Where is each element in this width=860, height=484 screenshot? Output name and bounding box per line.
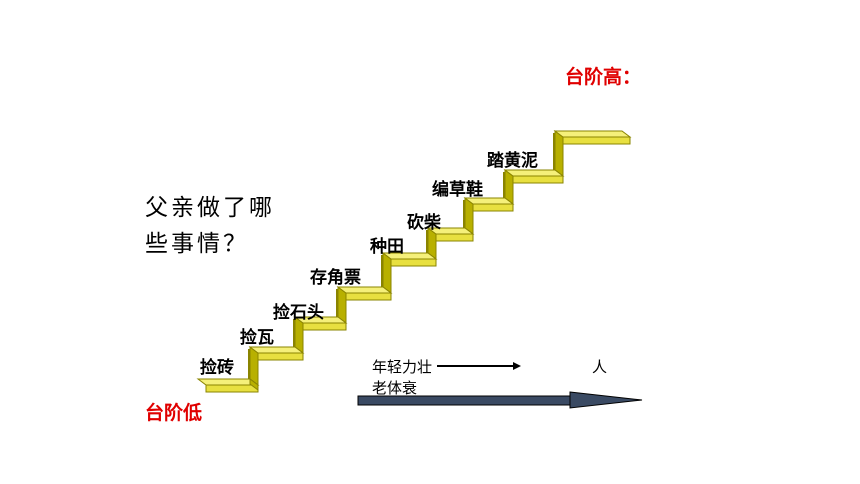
timeline-arrow-head (569, 391, 643, 409)
timeline-old-text: 老体衰 (372, 379, 418, 397)
step-tread-9 (553, 130, 632, 138)
step-riser-shadow-1 (248, 349, 250, 379)
step-label-4: 存角票 (310, 268, 361, 288)
step-label-2: 捡瓦 (240, 328, 274, 348)
step-label-3: 捡石头 (273, 303, 324, 323)
question-line-1: 父亲做了哪 (145, 195, 275, 221)
step-label-8: 踏黄泥 (487, 151, 538, 171)
top-label: 台阶高： (565, 66, 642, 88)
step-front-1 (205, 384, 259, 393)
step-front-7 (472, 203, 514, 212)
step-riser-shadow-5 (426, 230, 428, 253)
step-label-5: 种田 (370, 237, 404, 257)
step-tread-1 (196, 378, 260, 386)
timeline-young-text: 年轻力壮 (372, 358, 433, 376)
bottom-label: 台阶低 (145, 402, 203, 424)
step-riser-4 (382, 252, 392, 294)
step-front-6 (435, 233, 474, 242)
step-riser-shadow-4 (381, 255, 383, 287)
step-front-3 (302, 322, 347, 331)
step-label-6: 砍柴 (407, 213, 441, 233)
small-arrow-head (513, 362, 521, 370)
step-front-8 (512, 175, 564, 184)
question-text: 父亲做了哪 些事情？ (145, 190, 275, 262)
step-front-4 (345, 292, 392, 301)
question-line-2: 些事情？ (145, 231, 249, 257)
step-front-5 (390, 258, 437, 267)
step-riser-shadow-7 (503, 172, 505, 198)
step-riser-shadow-2 (293, 319, 295, 347)
step-label-7: 编草鞋 (432, 180, 483, 200)
timeline-person-text: 人 (592, 358, 608, 376)
step-label-1: 捡砖 (200, 358, 234, 378)
step-base-side (249, 378, 259, 391)
step-riser-shadow-3 (336, 289, 338, 317)
step-riser-shadow-8 (553, 133, 555, 170)
step-riser-shadow-6 (463, 200, 465, 228)
step-riser-8 (554, 130, 564, 177)
step-front-2 (257, 352, 304, 361)
step-front-9 (562, 136, 631, 145)
